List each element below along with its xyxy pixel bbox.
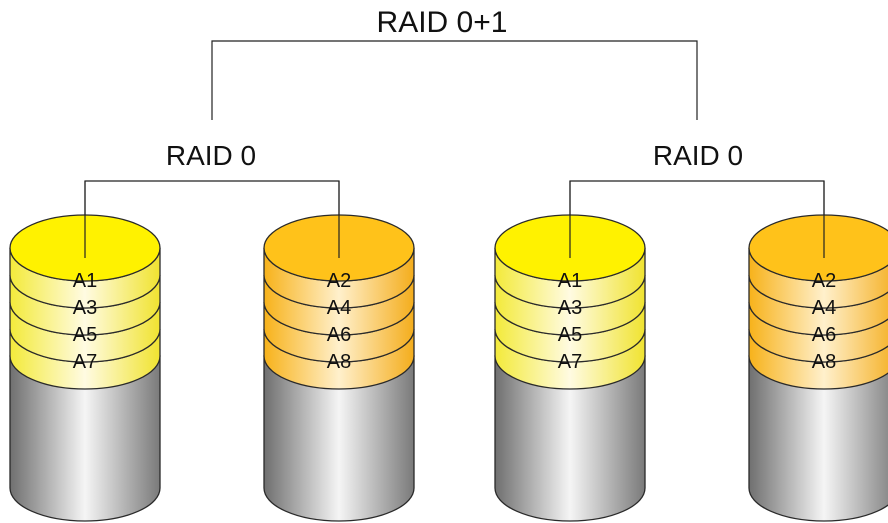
diagram-title: RAID 0+1 <box>377 6 508 39</box>
block-label: A1 <box>73 270 97 292</box>
block-label: A4 <box>812 297 836 319</box>
disk-base <box>748 355 888 522</box>
block-label: A3 <box>73 297 97 319</box>
block-label: A4 <box>327 297 351 319</box>
block-label: A1 <box>558 270 582 292</box>
block-label: A5 <box>558 324 582 346</box>
disk-base <box>494 355 646 522</box>
block-label: A7 <box>558 351 582 373</box>
block-label: A5 <box>73 324 97 346</box>
block-label: A7 <box>73 351 97 373</box>
block-label: A8 <box>327 351 351 373</box>
group-label-right: RAID 0 <box>653 140 743 171</box>
block-label: A6 <box>812 324 836 346</box>
disk-base <box>263 355 415 522</box>
block-label: A8 <box>812 351 836 373</box>
block-label: A6 <box>327 324 351 346</box>
top-bracket-connector <box>211 40 698 120</box>
group-label-left: RAID 0 <box>166 140 256 171</box>
block-label: A2 <box>812 270 836 292</box>
block-label: A2 <box>327 270 351 292</box>
block-label: A3 <box>558 297 582 319</box>
disk-base <box>9 355 161 522</box>
